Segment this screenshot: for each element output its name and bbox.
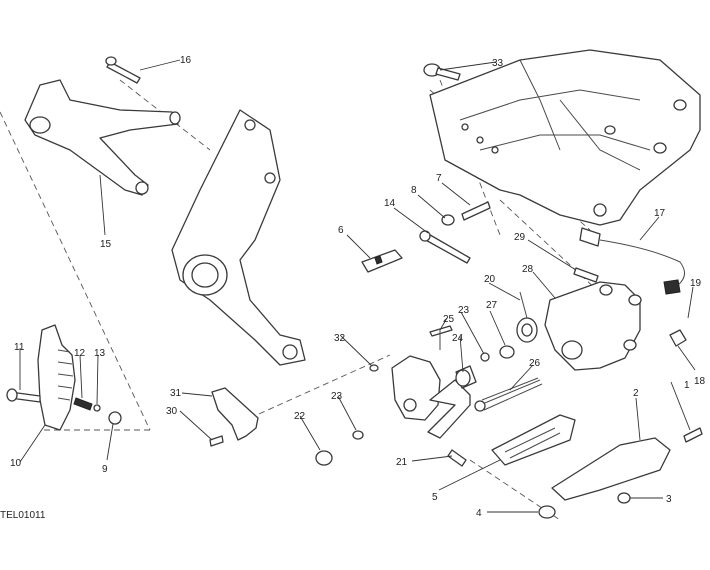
callout-5: 5 — [432, 492, 438, 503]
leader-lines — [19, 59, 696, 513]
callout-23-lower: 23 — [331, 391, 343, 402]
callout-30: 30 — [166, 406, 178, 417]
washer-23-upper — [480, 352, 490, 362]
pin-11 — [6, 388, 41, 403]
pad-6 — [361, 249, 403, 273]
brake-pedal-rod — [429, 325, 453, 350]
callout-16: 16 — [180, 55, 192, 66]
nut-32 — [369, 364, 379, 372]
washer-23-lower — [352, 430, 364, 440]
extension-spring-26 — [474, 377, 543, 412]
callout-3: 3 — [666, 494, 672, 505]
callout-33: 33 — [492, 58, 504, 69]
heel-guard-plate — [171, 109, 306, 366]
callout-7: 7 — [436, 173, 442, 184]
callout-23-upper: 23 — [458, 305, 470, 316]
bracket-31 — [209, 387, 259, 447]
heel-plate-2 — [551, 437, 671, 501]
passenger-footpeg-holder — [24, 79, 181, 196]
callout-25: 25 — [443, 314, 455, 325]
callout-8: 8 — [411, 185, 417, 196]
callout-24: 24 — [452, 333, 464, 344]
nut-3 — [617, 492, 631, 504]
spring-12 — [73, 397, 93, 411]
ball-13 — [93, 404, 101, 412]
callout-20: 20 — [484, 274, 496, 285]
brake-pedal-holder — [391, 355, 471, 439]
callout-17: 17 — [654, 208, 666, 219]
callout-27: 27 — [486, 300, 498, 311]
bolt-7 — [461, 201, 491, 221]
callout-12: 12 — [74, 348, 86, 359]
clip-18 — [669, 329, 687, 347]
callout-31: 31 — [170, 388, 182, 399]
callout-26: 26 — [529, 358, 541, 369]
torsion-spring-20 — [516, 291, 538, 343]
callout-19: 19 — [690, 278, 702, 289]
bushing-24 — [455, 365, 477, 389]
callout-15: 15 — [100, 239, 112, 250]
washer-9 — [108, 411, 122, 425]
callout-18: 18 — [694, 376, 706, 387]
callout-4: 4 — [476, 508, 482, 519]
callout-13: 13 — [94, 348, 106, 359]
rider-footpeg-5 — [491, 414, 576, 466]
callout-11: 11 — [14, 342, 25, 353]
callout-9: 9 — [102, 464, 108, 475]
callout-28: 28 — [522, 264, 534, 275]
callout-1: 1 — [684, 380, 690, 391]
bolt-16 — [105, 56, 141, 84]
callout-29: 29 — [514, 232, 526, 243]
footpeg-bracket-28 — [544, 281, 642, 371]
drawing-code: TEL01011 — [0, 510, 46, 521]
callout-2: 2 — [633, 388, 639, 399]
callout-22: 22 — [294, 411, 306, 422]
passenger-footpeg — [37, 324, 76, 431]
screw-1 — [683, 427, 703, 443]
callout-labels: 1 2 3 4 5 6 7 8 9 10 11 12 13 14 15 16 1… — [10, 55, 706, 519]
screw-4 — [538, 505, 556, 519]
pin-14 — [419, 230, 471, 264]
callout-10: 10 — [10, 458, 22, 469]
bolt-33 — [423, 63, 461, 81]
washer-27 — [499, 345, 515, 359]
screw-21 — [447, 449, 467, 467]
sensor-17 — [579, 227, 685, 295]
rear-frame — [429, 49, 701, 226]
bolt-29 — [573, 267, 599, 283]
screw-22 — [315, 450, 333, 466]
callout-32: 32 — [334, 333, 346, 344]
callout-6: 6 — [338, 225, 344, 236]
callout-14: 14 — [384, 198, 396, 209]
callout-21: 21 — [396, 457, 408, 468]
